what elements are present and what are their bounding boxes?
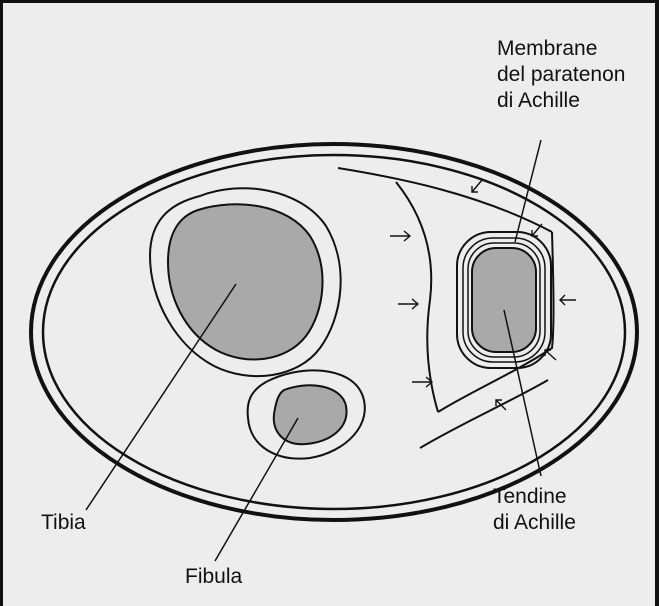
arrow-icon: [560, 295, 576, 305]
label-fibula: Fibula: [185, 564, 242, 590]
arrow-icon: [545, 350, 556, 360]
label-tibia: Tibia: [41, 510, 86, 536]
fascia-septum-line: [396, 182, 438, 412]
arrow-icon: [472, 180, 482, 192]
fibula-bone: [274, 385, 347, 444]
achilles-tendon: [472, 248, 536, 352]
skin-outer-outline: [31, 144, 637, 520]
label-membrane-paratenon: Membrane del paratenon di Achille: [497, 36, 625, 114]
label-membrane-line-3: di Achille: [497, 88, 625, 114]
tibia-bone: [168, 204, 322, 359]
fascia-lower-line: [420, 380, 548, 448]
label-tendon-line-1: Tendine: [493, 484, 576, 510]
label-achilles-tendon: Tendine di Achille: [493, 484, 576, 536]
label-membrane-line-1: Membrane: [497, 36, 625, 62]
arrow-icon: [412, 377, 432, 387]
label-tendon-line-2: di Achille: [493, 510, 576, 536]
arrow-icon: [496, 400, 506, 410]
arrow-icon: [398, 299, 418, 309]
skin-inner-outline: [43, 155, 625, 509]
leader-line-tibia: [86, 284, 236, 510]
arrow-icon: [390, 231, 410, 241]
arrow-icon: [532, 224, 542, 236]
label-membrane-line-2: del paratenon: [497, 62, 625, 88]
